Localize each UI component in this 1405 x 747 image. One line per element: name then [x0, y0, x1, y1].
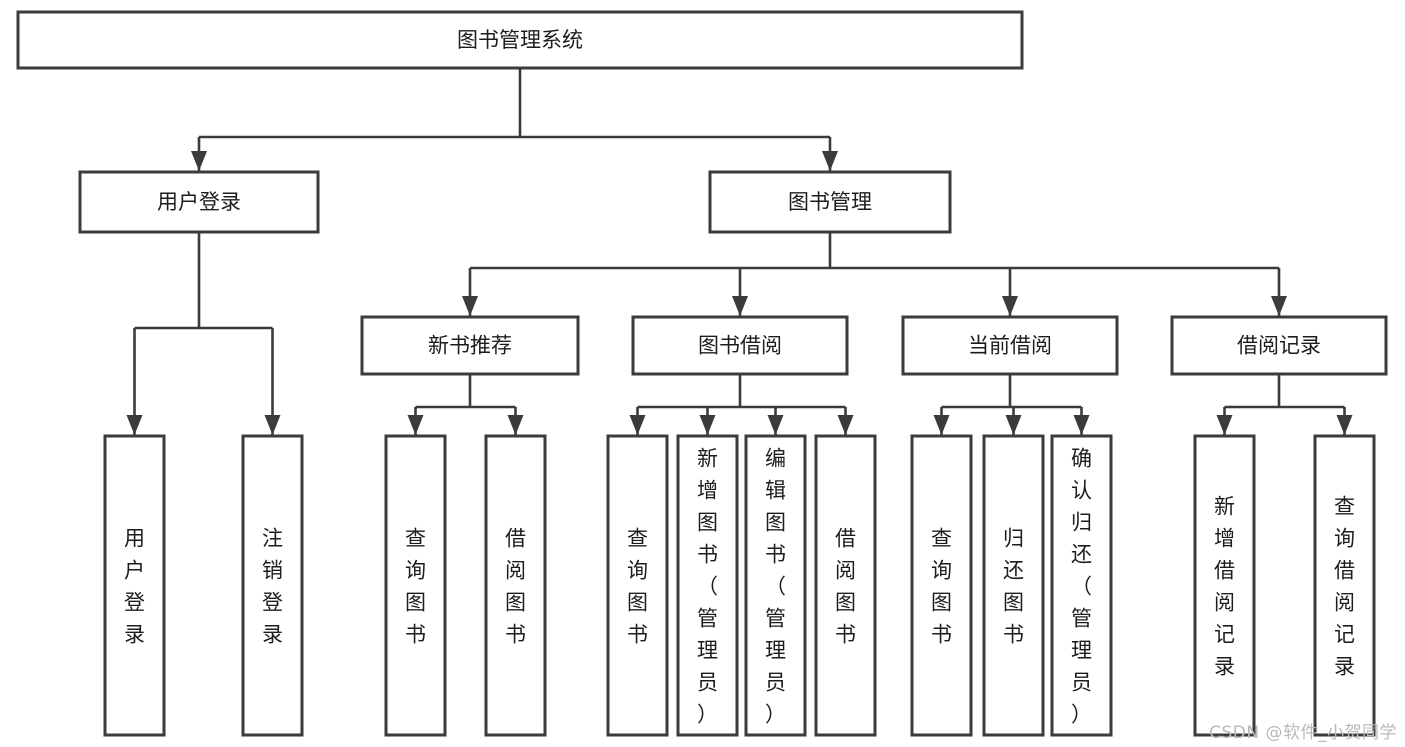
node-box: [744, 434, 807, 737]
arrow-head: [1336, 415, 1353, 435]
arrow-head: [264, 415, 281, 435]
watermark-text: CSDN @软件_小贺同学: [1209, 723, 1397, 743]
node-box: [1170, 315, 1388, 376]
node-box: [1050, 434, 1113, 737]
node-leaf_3[interactable]: 查询图书: [384, 434, 447, 737]
node-label: 图书借阅: [698, 334, 782, 358]
node-box: [78, 170, 320, 234]
node-label: 注销登录: [262, 527, 283, 647]
node-l2_d[interactable]: 借阅记录: [1170, 315, 1388, 376]
node-label: 新书推荐: [428, 334, 512, 358]
node-label: 查询图书: [627, 527, 648, 647]
node-leaf_12[interactable]: 新增借阅记录: [1193, 434, 1256, 737]
node-label: 归还图书: [1003, 527, 1024, 647]
node-leaf_1[interactable]: 用户登录: [103, 434, 166, 737]
node-box: [910, 434, 973, 737]
node-box: [1313, 434, 1376, 737]
node-l2_c[interactable]: 当前借阅: [901, 315, 1119, 376]
node-label: 新增借阅记录: [1214, 495, 1235, 679]
arrow-head: [1271, 296, 1287, 316]
arrow-head: [837, 415, 854, 435]
node-box: [631, 315, 849, 376]
node-box: [384, 434, 447, 737]
arrow-head: [933, 415, 950, 435]
arrow-head: [191, 151, 207, 171]
node-leaf_7[interactable]: 编辑图书（管理员）: [744, 434, 807, 737]
node-label: 借阅图书: [835, 527, 856, 647]
node-l1_a[interactable]: 用户登录: [78, 170, 320, 234]
node-label: 编辑图书（管理员）: [765, 447, 786, 727]
node-l2_b[interactable]: 图书借阅: [631, 315, 849, 376]
node-label: 查询图书: [931, 527, 952, 647]
arrow-head: [407, 415, 424, 435]
node-l1_b[interactable]: 图书管理: [708, 170, 952, 234]
node-label: 查询图书: [405, 527, 426, 647]
arrow-head: [629, 415, 646, 435]
node-box: [982, 434, 1045, 737]
node-layer: 图书管理系统用户登录图书管理新书推荐图书借阅当前借阅借阅记录用户登录注销登录查询…: [16, 10, 1388, 737]
node-label: 借阅记录: [1237, 334, 1321, 358]
node-label: 图书管理: [788, 190, 872, 214]
node-box: [676, 434, 739, 737]
node-leaf_9[interactable]: 查询图书: [910, 434, 973, 737]
node-leaf_11[interactable]: 确认归还（管理员）: [1050, 434, 1113, 737]
node-box: [241, 434, 304, 737]
node-root[interactable]: 图书管理系统: [16, 10, 1024, 70]
arrow-head: [732, 296, 748, 316]
node-label: 图书管理系统: [457, 28, 583, 52]
node-leaf_2[interactable]: 注销登录: [241, 434, 304, 737]
node-leaf_13[interactable]: 查询借阅记录: [1313, 434, 1376, 737]
arrow-head: [507, 415, 524, 435]
node-l2_a[interactable]: 新书推荐: [360, 315, 580, 376]
node-box: [606, 434, 669, 737]
node-box: [901, 315, 1119, 376]
arrow-head: [1005, 415, 1022, 435]
node-box: [16, 10, 1024, 70]
node-label: 当前借阅: [968, 334, 1052, 358]
connector-layer: [126, 68, 1353, 435]
node-box: [708, 170, 952, 234]
arrow-head: [1073, 415, 1090, 435]
node-leaf_10[interactable]: 归还图书: [982, 434, 1045, 737]
arrow-head: [1002, 296, 1018, 316]
node-box: [484, 434, 547, 737]
node-leaf_5[interactable]: 查询图书: [606, 434, 669, 737]
arrow-head: [462, 296, 478, 316]
arrow-head: [1216, 415, 1233, 435]
node-label: 新增图书（管理员）: [697, 447, 718, 727]
node-label: 用户登录: [157, 190, 241, 214]
arrow-head: [822, 151, 838, 171]
node-box: [1193, 434, 1256, 737]
arrow-head: [767, 415, 784, 435]
node-label: 用户登录: [124, 527, 145, 647]
arrow-head: [699, 415, 716, 435]
node-label: 借阅图书: [505, 527, 526, 647]
node-label: 确认归还（管理员）: [1071, 447, 1092, 727]
arrow-head: [126, 415, 143, 435]
node-box: [103, 434, 166, 737]
node-box: [814, 434, 877, 737]
node-leaf_6[interactable]: 新增图书（管理员）: [676, 434, 739, 737]
node-label: 查询借阅记录: [1334, 495, 1355, 679]
node-leaf_8[interactable]: 借阅图书: [814, 434, 877, 737]
node-box: [360, 315, 580, 376]
node-leaf_4[interactable]: 借阅图书: [484, 434, 547, 737]
